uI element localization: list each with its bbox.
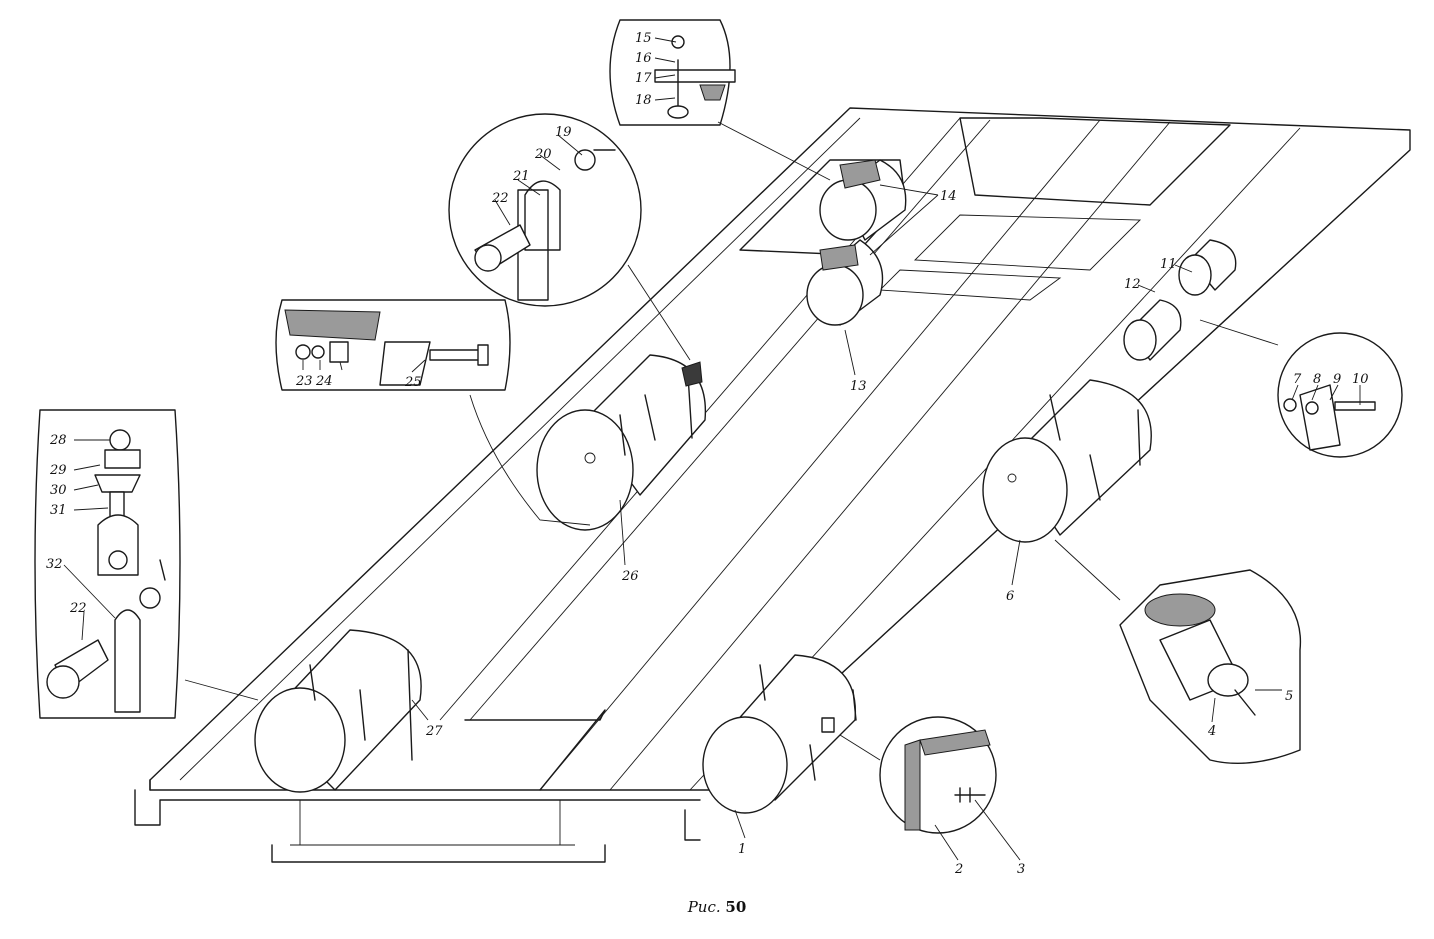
detail-plug-2-3 [839, 716, 997, 834]
callout-2: 2 [954, 862, 963, 877]
callout-31: 31 [50, 503, 67, 518]
callout-13: 13 [850, 379, 867, 394]
callout-12: 12 [1124, 277, 1141, 292]
callout-1: 1 [738, 842, 746, 857]
callout-32: 32 [46, 557, 63, 572]
frame [134, 107, 1411, 863]
tank-27 [254, 629, 422, 793]
callout-21: 21 [512, 169, 530, 184]
tank-26 [536, 354, 707, 531]
callout-10: 10 [1352, 372, 1369, 387]
detail-drain-4-5 [1054, 539, 1302, 764]
detail-pin-19-22 [448, 113, 691, 361]
caption-number: 50 [725, 898, 747, 916]
leader-lines [63, 37, 1361, 861]
callout-8: 8 [1313, 372, 1321, 387]
caption-prefix: Рис. [687, 898, 721, 916]
callout-30: 30 [50, 483, 67, 498]
callout-6: 6 [1006, 589, 1014, 604]
callout-17: 17 [635, 71, 652, 86]
detail-bolt-15-18 [609, 19, 831, 181]
callout-23: 23 [295, 374, 313, 389]
callout-3: 3 [1017, 862, 1025, 877]
callout-22: 22 [491, 191, 509, 206]
callout-29: 29 [49, 463, 67, 478]
callout-19: 19 [555, 125, 572, 140]
callout-11: 11 [1160, 257, 1177, 272]
callout-4: 4 [1207, 724, 1216, 739]
callout-9: 9 [1333, 372, 1341, 387]
callout-26: 26 [621, 569, 639, 584]
callout-18: 18 [635, 93, 652, 108]
figure-caption: Рис. 50 [0, 898, 1434, 916]
tank-14 [806, 159, 907, 326]
callout-5: 5 [1285, 689, 1293, 704]
callout-7: 7 [1293, 372, 1302, 387]
callout-20: 20 [534, 147, 552, 162]
tank-6 [982, 379, 1152, 543]
callout-24: 24 [315, 374, 333, 389]
tank-11 [1123, 239, 1237, 361]
callout-28: 28 [49, 433, 67, 448]
callout-16: 16 [635, 51, 652, 66]
callout-15: 15 [635, 31, 652, 46]
callout-27: 27 [425, 724, 443, 739]
callout-22b: 22 [69, 601, 87, 616]
detail-bolt-7-10 [1199, 319, 1403, 458]
tank-1 [702, 654, 857, 814]
detail-bolt-23-25 [275, 299, 591, 526]
callout-14: 14 [940, 189, 957, 204]
callout-numbers: 1 2 3 4 5 6 7 8 9 10 11 12 13 14 15 16 1… [46, 31, 1369, 877]
callout-25: 25 [404, 375, 422, 390]
detail-bracket-28-32 [34, 409, 259, 719]
